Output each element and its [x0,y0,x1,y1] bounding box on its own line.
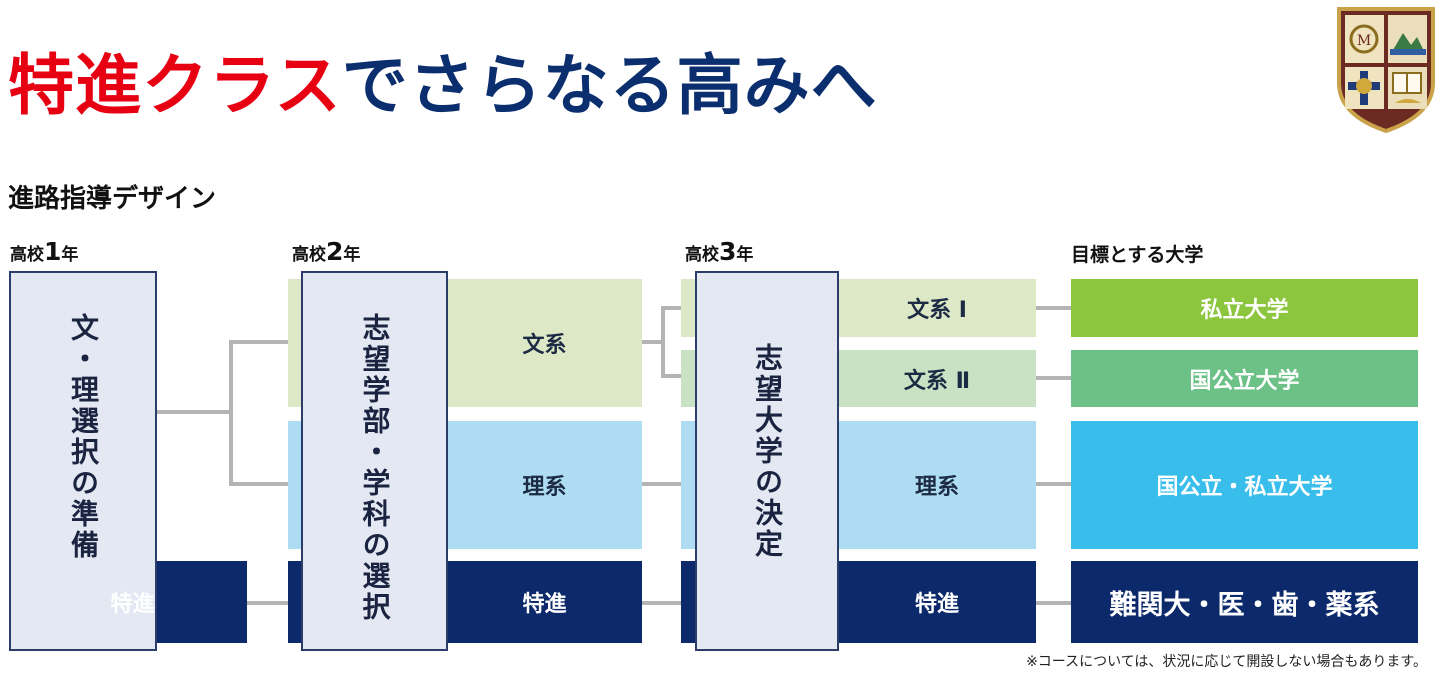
connector-line [641,482,681,486]
stage3-bunkei1-label: 文系 Ⅰ [907,298,967,323]
stage3-rikei-label: 理系 [914,475,959,500]
connector-line [155,410,233,414]
grade-prefix: 高校 [685,245,719,265]
lamp-icon [1395,99,1421,103]
stage3-tokushin-label: 特進 [914,592,959,617]
target-national: 国公立大学 [1071,350,1418,407]
stage2-vertical-box: 志望学部・学科の選択 [301,271,448,651]
connector-line [661,306,681,310]
cross-icon [1348,71,1380,105]
connector-line [1034,601,1072,605]
headline: 特進クラスでさらなる高みへ [8,52,878,118]
grade-3-label: 高校3年 [685,237,753,266]
stage1-vertical-box: 文・理選択の準備 [9,271,157,651]
grade-prefix: 高校 [10,245,44,265]
footnote: ※コースについては、状況に応じて開設しない場合もあります。 [1026,654,1427,670]
grade-2-label: 高校2年 [292,237,360,266]
grade-number: 1 [44,237,62,266]
grade-suffix: 年 [61,245,79,265]
grade-1-label: 高校1年 [10,237,78,266]
headline-red: 特進クラス [8,46,342,124]
connector-line [229,482,289,486]
connector-line [661,374,681,378]
stage1-vertical-text: 文・理選択の準備 [67,313,100,561]
stage2-vertical-text: 志望学部・学科の選択 [358,313,392,623]
target-private: 私立大学 [1071,279,1418,337]
grade-prefix: 高校 [292,245,326,265]
stage1-tokushin-overlay [157,561,247,643]
target-elite: 難関大・医・歯・薬系 [1071,561,1418,643]
grade-number: 3 [719,237,737,266]
connector-line [1034,306,1072,310]
connector-line [661,306,665,378]
connector-line [1034,376,1072,380]
stage3-vertical-box: 志望大学の決定 [695,271,839,651]
headline-navy: でさらなる高みへ [341,46,878,124]
book-icon [1392,72,1422,94]
stage3-vertical-text: 志望大学の決定 [751,343,784,560]
grade-suffix: 年 [343,245,361,265]
stage2-bunkei-label: 文系 [522,333,567,358]
grade-suffix: 年 [736,245,754,265]
connector-line [246,601,289,605]
connector-line [229,340,233,486]
connector-line [641,601,681,605]
connector-line [641,340,665,344]
crest-emblem-icon: M [1349,24,1379,54]
section-title: 進路指導デザイン [8,184,217,214]
svg-text:M: M [1357,33,1371,49]
stage3-bunkei2-label: 文系 Ⅱ [903,368,971,394]
stage2-tokushin-label: 特進 [522,592,567,617]
targets-heading: 目標とする大学 [1071,244,1204,266]
connector-line [1034,482,1072,486]
connector-line [229,340,289,344]
mountain-icon [1390,33,1426,55]
grade-number: 2 [326,237,344,266]
school-crest-logo: M [1337,7,1435,134]
stage1-tokushin-text: 特進 [110,592,155,617]
stage2-rikei-label: 理系 [522,475,567,500]
target-national-private: 国公立・私立大学 [1071,421,1418,549]
